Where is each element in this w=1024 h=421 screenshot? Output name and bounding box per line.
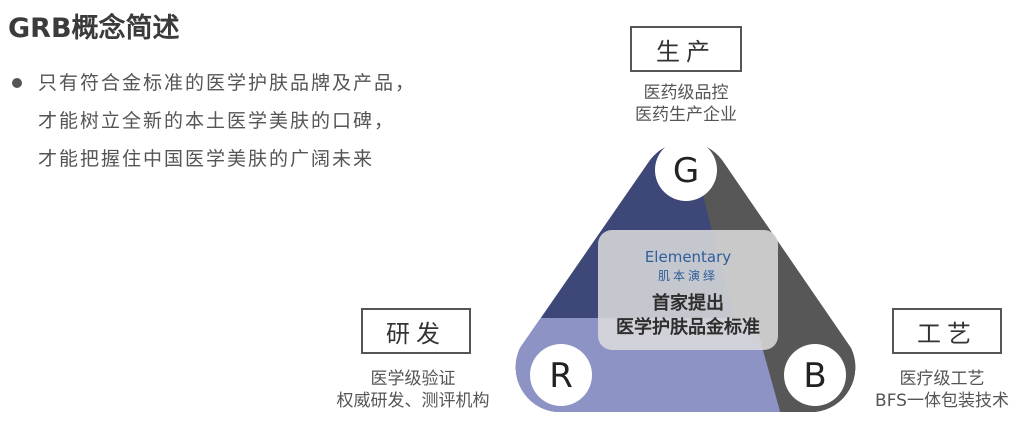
- b-letter: B: [803, 356, 826, 396]
- craft-caption-line-1: 医疗级工艺: [899, 369, 985, 389]
- research-caption-line-2: 权威研发、测评机构: [336, 391, 490, 411]
- research-box: 研发: [361, 308, 471, 354]
- craft-label: 工艺: [917, 319, 977, 348]
- g-circle: [655, 139, 717, 201]
- bullet-text-line-1: 只有符合金标准的医学护肤品牌及产品，: [38, 72, 417, 94]
- center-line-2: 医学护肤品金标准: [616, 317, 760, 338]
- bullet-text-line-2: 才能树立全新的本土医学美肤的口碑，: [38, 110, 396, 132]
- bullet-list: 只有符合金标准的医学护肤品牌及产品， 才能树立全新的本土医学美肤的口碑， 才能把…: [10, 64, 416, 178]
- g-letter: G: [673, 151, 699, 191]
- production-caption-line-2: 医药生产企业: [635, 105, 737, 125]
- page-title: GRB概念简述: [8, 13, 180, 44]
- bullet-dot-icon: [12, 78, 22, 88]
- bullet-continuation: 才能把握住中国医学美肤的广阔未来: [10, 140, 416, 178]
- craft-box: 工艺: [892, 308, 1002, 354]
- research-label: 研发: [386, 319, 446, 348]
- craft-caption-line-2: BFS一体包装技术: [875, 391, 1009, 411]
- bullet-item: 只有符合金标准的医学护肤品牌及产品，: [10, 64, 416, 102]
- craft-caption: 医疗级工艺 BFS一体包装技术: [862, 368, 1022, 412]
- r-letter: R: [549, 356, 573, 396]
- production-caption-line-1: 医药级品控: [643, 83, 729, 103]
- research-caption-line-1: 医学级验证: [370, 369, 456, 389]
- b-circle: [784, 344, 846, 406]
- bullet-text-line-3: 才能把握住中国医学美肤的广阔未来: [38, 148, 375, 170]
- brand-logo-en: Elementary: [644, 248, 732, 266]
- brand-logo-cn: 肌本演绎: [657, 269, 718, 283]
- production-label: 生产: [656, 37, 716, 66]
- production-caption: 医药级品控 医药生产企业: [606, 82, 766, 126]
- center-line-1: 首家提出: [652, 293, 724, 314]
- center-brand-card: Elementary 肌本演绎 首家提出 医学护肤品金标准: [598, 230, 778, 350]
- bullet-continuation: 才能树立全新的本土医学美肤的口碑，: [10, 102, 416, 140]
- r-circle: [530, 344, 592, 406]
- research-caption: 医学级验证 权威研发、测评机构: [318, 368, 508, 412]
- production-box: 生产: [630, 26, 742, 72]
